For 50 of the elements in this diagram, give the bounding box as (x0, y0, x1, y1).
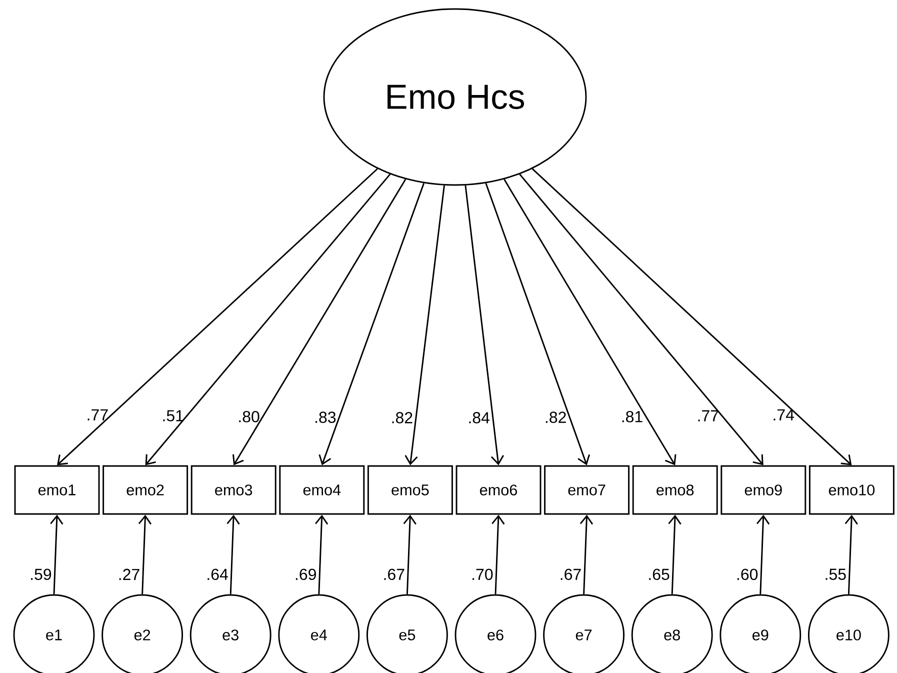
observed-box: emo10 (808, 465, 894, 515)
edge-label: .77 (88, 409, 108, 420)
arrow (504, 178, 676, 466)
observed-box: emo2 (102, 465, 188, 515)
observed-box: emo8 (632, 465, 718, 515)
arrow (756, 514, 770, 594)
arrow (532, 168, 852, 466)
arrow (318, 182, 425, 466)
edge-label: .65 (649, 568, 670, 580)
arrow (226, 514, 240, 594)
arrow (232, 178, 406, 466)
arrow (315, 514, 328, 594)
arrow (138, 514, 152, 594)
arrow (492, 514, 505, 594)
arrow (844, 514, 858, 594)
edge-label: .84 (469, 412, 490, 424)
observed-box: emo7 (544, 465, 630, 515)
edge-label: .74 (774, 409, 794, 420)
edge-label: .67 (560, 568, 581, 580)
arrow (485, 183, 590, 466)
edge-label: .69 (296, 568, 316, 580)
edge-label: .67 (384, 568, 404, 580)
observed-box: emo1 (14, 465, 100, 515)
arrow (519, 174, 764, 466)
observed-box: emo5 (367, 465, 453, 515)
edge-label: .55 (826, 568, 846, 580)
arrow (403, 514, 416, 594)
edge-label: .80 (239, 410, 260, 422)
arrow (50, 514, 64, 594)
arrow (464, 185, 504, 466)
edge-label: .51 (163, 410, 184, 422)
edge-label: .83 (316, 412, 336, 423)
arrow (580, 514, 594, 594)
edge-label: .77 (698, 410, 718, 422)
edge-label: .70 (472, 568, 493, 580)
arrow (404, 185, 445, 466)
edge-label: .81 (622, 411, 642, 422)
edge-label: .59 (31, 568, 52, 580)
arrow (668, 514, 682, 594)
arrow (57, 168, 378, 466)
arrow (145, 174, 391, 466)
edge-label: .64 (208, 568, 228, 580)
edge-label: .60 (737, 568, 758, 580)
observed-box: emo6 (456, 465, 542, 515)
edge-label: .27 (119, 568, 140, 580)
observed-box: emo3 (190, 465, 276, 515)
edge-label: .82 (546, 412, 566, 423)
observed-box: emo4 (279, 465, 365, 515)
edge-label: .82 (392, 412, 412, 424)
observed-box: emo9 (720, 465, 806, 515)
